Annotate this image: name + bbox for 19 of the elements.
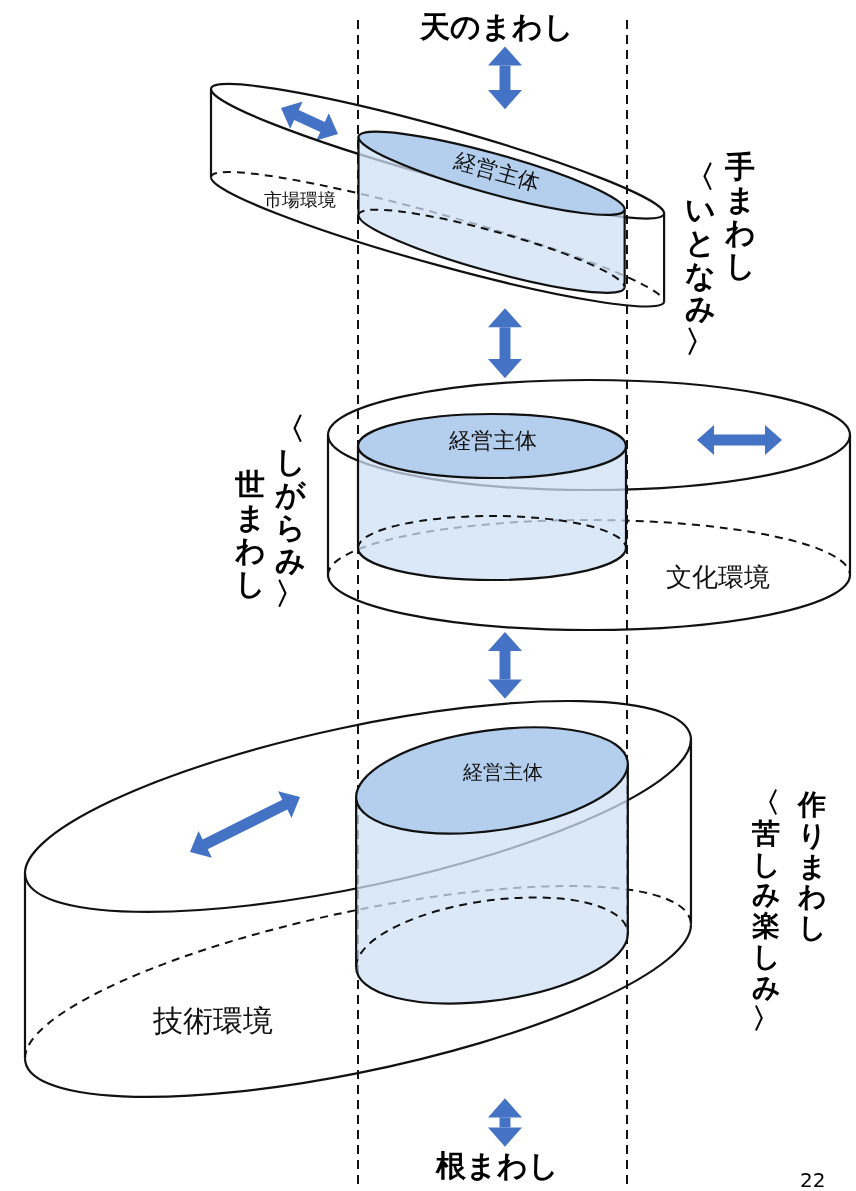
- subject-label: 経営主体: [463, 759, 543, 787]
- subject-label: 経営主体: [449, 427, 537, 455]
- environment-label: 文化環境: [666, 560, 770, 594]
- double-arrow: [488, 46, 522, 110]
- vertical-label: 〈いとなみ〉: [685, 160, 715, 358]
- heading-text: 根まわし: [435, 1145, 559, 1187]
- double-arrow: [488, 1098, 522, 1147]
- vertical-label: 〈苦しみ楽しみ〉: [752, 788, 780, 1035]
- vertical-label: 〈しがらみ〉: [275, 412, 305, 610]
- double-arrow: [488, 308, 522, 379]
- vertical-label: 作りまわし: [798, 790, 826, 944]
- page-number: 22: [800, 1168, 826, 1191]
- heading-text: 天のまわし: [420, 6, 574, 48]
- subject-label: 経営主体: [450, 146, 544, 198]
- environment-label: 市場環境: [264, 188, 336, 212]
- vertical-label: 世まわし: [235, 468, 265, 600]
- double-arrow: [488, 631, 522, 699]
- environment-label: 技術環境: [153, 1002, 273, 1041]
- vertical-label: 手まわし: [725, 150, 755, 282]
